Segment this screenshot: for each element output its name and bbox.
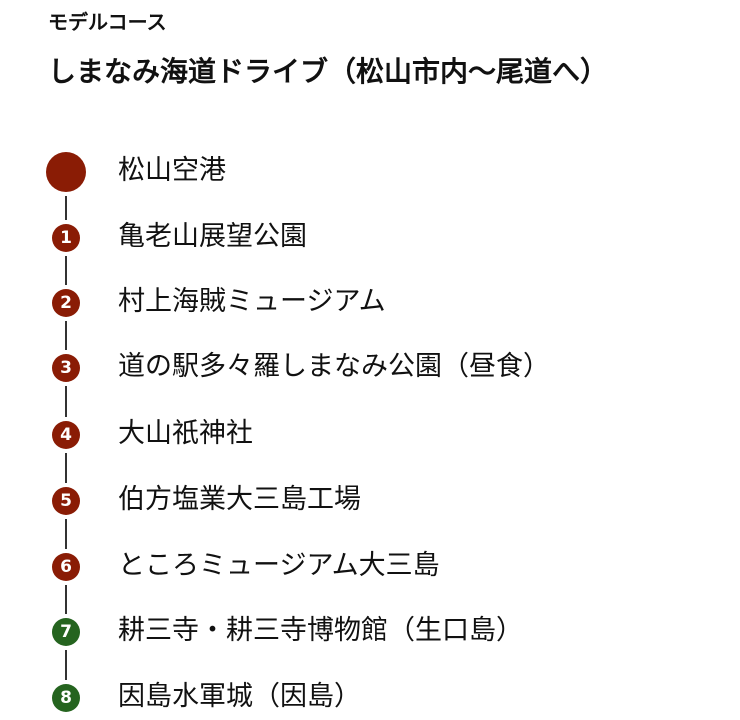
stop-label: 耕三寺・耕三寺博物館（生口島） (118, 615, 523, 646)
stop-number-badge: 8 (52, 684, 80, 712)
stop-label: 因島水軍城（因島） (118, 681, 361, 712)
stop-number-badge: 2 (52, 289, 80, 317)
stop-number-badge: 4 (52, 421, 80, 449)
stop-label: 村上海賊ミュージアム (118, 286, 386, 317)
route-connector (65, 321, 67, 350)
stop-label: ところミュージアム大三島 (118, 550, 440, 581)
course-title: しまなみ海道ドライブ（松山市内〜尾道へ） (48, 55, 609, 88)
route-connector (65, 256, 67, 285)
route-connector (65, 196, 67, 220)
stop-label: 伯方塩業大三島工場 (118, 484, 361, 515)
stop-label: 亀老山展望公園 (118, 221, 307, 252)
route-connector (65, 650, 67, 680)
route-connector (65, 386, 67, 417)
stop-number-badge: 1 (52, 224, 80, 252)
route-connector (65, 453, 67, 483)
route-connector (65, 519, 67, 549)
route-connector (65, 585, 67, 614)
stop-number-badge: 6 (52, 553, 80, 581)
stop-number-badge: 5 (52, 487, 80, 515)
start-marker (46, 152, 86, 192)
course-subtitle: モデルコース (48, 10, 167, 34)
stop-label: 松山空港 (118, 155, 226, 186)
stop-label: 大山祇神社 (118, 418, 253, 449)
stop-number-badge: 3 (52, 354, 80, 382)
stop-number-badge: 7 (52, 618, 80, 646)
stop-label: 道の駅多々羅しまなみ公園（昼食） (118, 351, 550, 382)
